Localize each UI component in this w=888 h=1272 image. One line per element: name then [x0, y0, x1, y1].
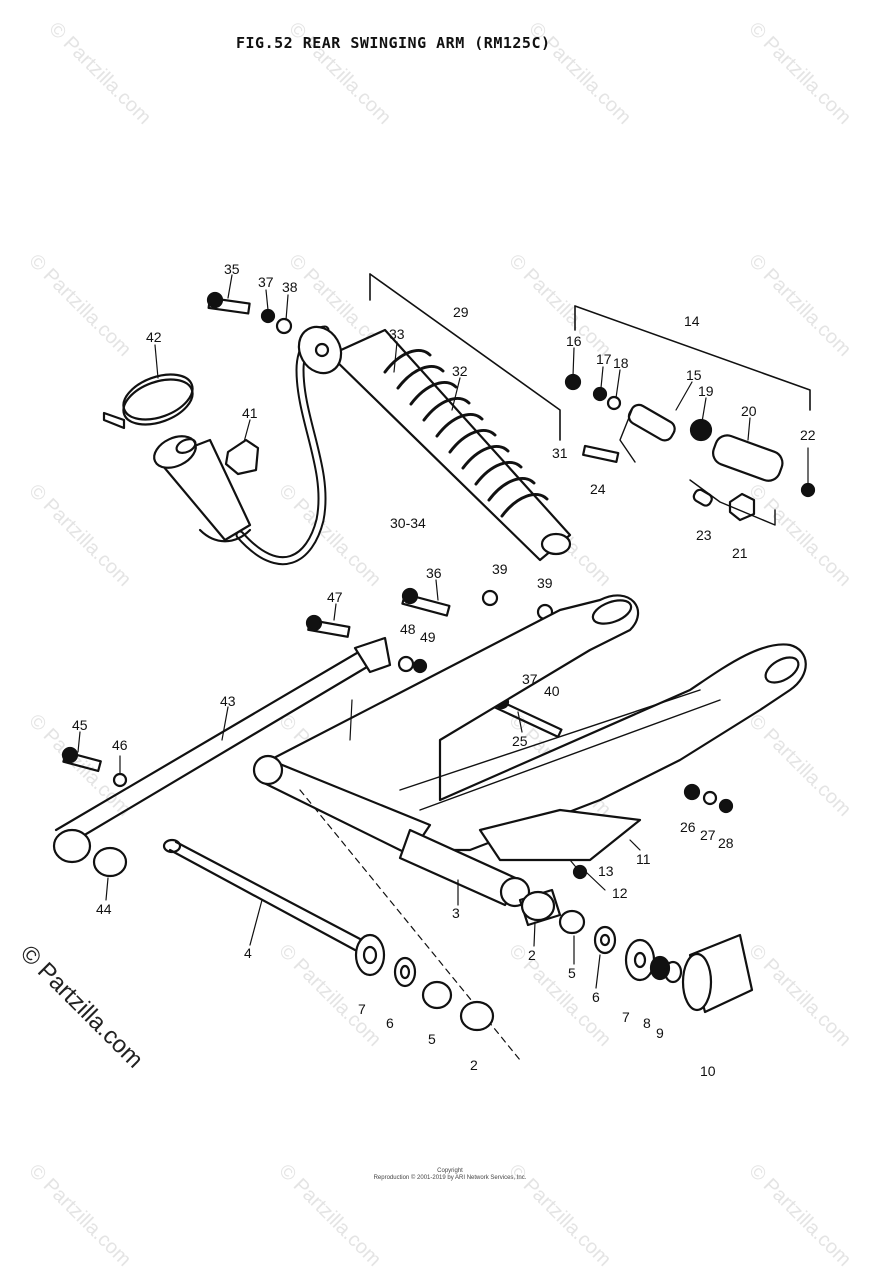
- callout-label: 26: [680, 819, 696, 835]
- callout-label: 15: [686, 367, 702, 383]
- callout-label: 44: [96, 901, 112, 917]
- callout-label: 33: [389, 326, 405, 342]
- swing-arm-body: [268, 594, 807, 862]
- callout-label: 13: [598, 863, 614, 879]
- reproduction-line: Reproduction © 2001-2019 by ARI Network …: [373, 1175, 527, 1181]
- callout-label: 8: [643, 1015, 651, 1031]
- callout-label: 20: [741, 403, 757, 419]
- pivot-cap-10: [681, 933, 754, 1014]
- linkage-parts: [564, 373, 816, 526]
- callout-label: 27: [700, 827, 716, 843]
- callout-label: 16: [566, 333, 582, 349]
- callout-label: 46: [112, 737, 128, 753]
- callout-label: 22: [800, 427, 816, 443]
- callout-label: 30-34: [390, 515, 426, 531]
- clip-41: [224, 438, 260, 476]
- figure-title: FIG.52 REAR SWINGING ARM (RM125C): [236, 34, 551, 52]
- callout-label: 47: [327, 589, 343, 605]
- callout-label: 7: [358, 1001, 366, 1017]
- bracket-lines: [369, 273, 811, 441]
- shock-absorber: [297, 325, 572, 562]
- callout-label: 38: [282, 279, 298, 295]
- callout-label: 17: [596, 351, 612, 367]
- callout-label: 6: [592, 989, 600, 1005]
- exploded-view-drawing: [52, 273, 816, 1061]
- callout-label: 18: [613, 355, 629, 371]
- callout-label: 2: [528, 947, 536, 963]
- callout-label: 2: [470, 1057, 478, 1073]
- callout-label: 45: [72, 717, 88, 733]
- callout-label: 32: [452, 363, 468, 379]
- callout-label: 29: [453, 304, 469, 320]
- copyright-footer: Copyright Reproduction © 2001-2019 by AR…: [360, 1168, 540, 1182]
- callout-label: 5: [568, 965, 576, 981]
- callout-label: 7: [622, 1009, 630, 1025]
- callout-label: 28: [718, 835, 734, 851]
- callout-label: 19: [698, 383, 714, 399]
- tie-rod-43: [52, 636, 392, 878]
- callout-label: 37: [522, 671, 538, 687]
- callout-label: 48: [400, 621, 416, 637]
- callout-label: 10: [700, 1063, 716, 1079]
- pivot-shaft-4: [162, 838, 364, 952]
- callout-label: 35: [224, 261, 240, 277]
- callout-label: 23: [696, 527, 712, 543]
- bushings-washers: [354, 888, 683, 1032]
- callout-label: 39: [492, 561, 508, 577]
- callout-label: 25: [512, 733, 528, 749]
- callout-label: 41: [242, 405, 258, 421]
- callout-label: 3: [452, 905, 460, 921]
- leader-lines: [77, 274, 809, 989]
- hose-clamp-42: [102, 373, 194, 430]
- callout-label: 21: [732, 545, 748, 561]
- callout-label: 12: [612, 885, 628, 901]
- callout-label: 24: [590, 481, 606, 497]
- parts-diagram: © Partzilla.com © Partzilla.com © Partzi…: [15, 18, 855, 1271]
- bolt-35: [206, 291, 293, 335]
- callout-label: 39: [537, 575, 553, 591]
- callout-label: 4: [244, 945, 252, 961]
- callout-label: 49: [420, 629, 436, 645]
- callout-label: 31: [552, 445, 568, 461]
- callout-label: 36: [426, 565, 442, 581]
- callout-label: 6: [386, 1015, 394, 1031]
- callout-label: 37: [258, 274, 274, 290]
- callout-label: 11: [636, 851, 651, 867]
- callout-label: 40: [544, 683, 560, 699]
- reservoir-canister: [153, 435, 252, 543]
- callout-label: 42: [146, 329, 162, 345]
- callout-label: 9: [656, 1025, 664, 1041]
- callout-label: 5: [428, 1031, 436, 1047]
- copyright-line: Copyright: [437, 1168, 463, 1174]
- callout-label: 43: [220, 693, 236, 709]
- callout-label: 14: [684, 313, 700, 329]
